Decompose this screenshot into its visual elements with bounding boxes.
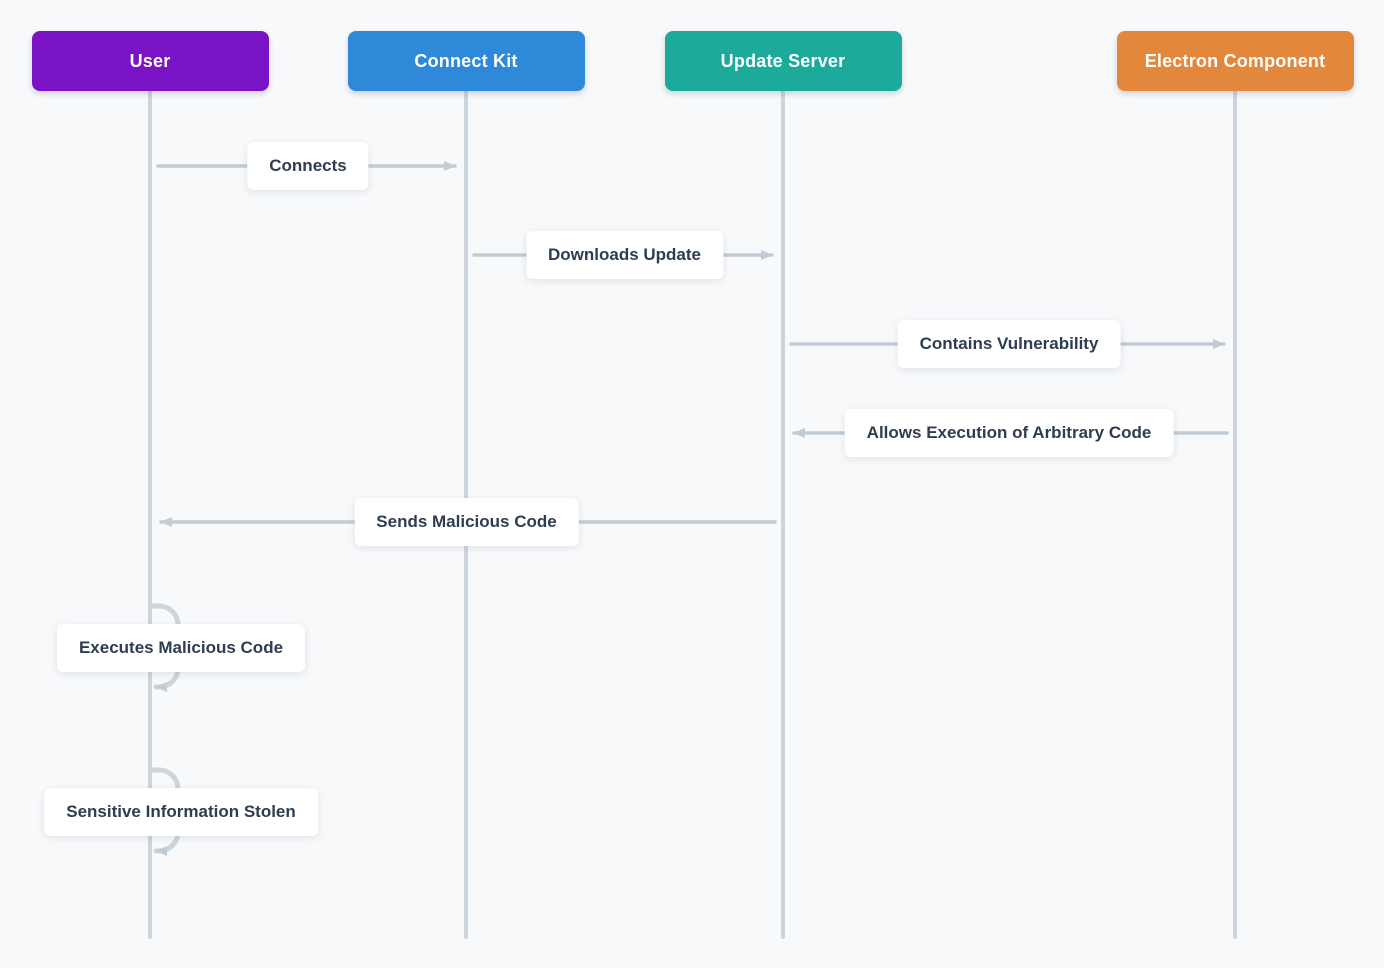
actor-box-electron-component: Electron Component bbox=[1116, 31, 1354, 91]
message-label-contains-vulnerability: Contains Vulnerability bbox=[897, 320, 1121, 368]
message-label-sends-malicious-code: Sends Malicious Code bbox=[354, 498, 579, 546]
message-label-allows-execution-of-arbitrary-code: Allows Execution of Arbitrary Code bbox=[844, 409, 1174, 457]
message-label-connects: Connects bbox=[247, 142, 369, 190]
actor-box-update-server: Update Server bbox=[664, 31, 902, 91]
actor-box-connect-kit: Connect Kit bbox=[347, 31, 585, 91]
message-label-sensitive-information-stolen: Sensitive Information Stolen bbox=[44, 788, 318, 836]
actor-box-user: User bbox=[31, 31, 269, 91]
message-label-downloads-update: Downloads Update bbox=[525, 231, 724, 279]
message-label-executes-malicious-code: Executes Malicious Code bbox=[56, 624, 306, 672]
